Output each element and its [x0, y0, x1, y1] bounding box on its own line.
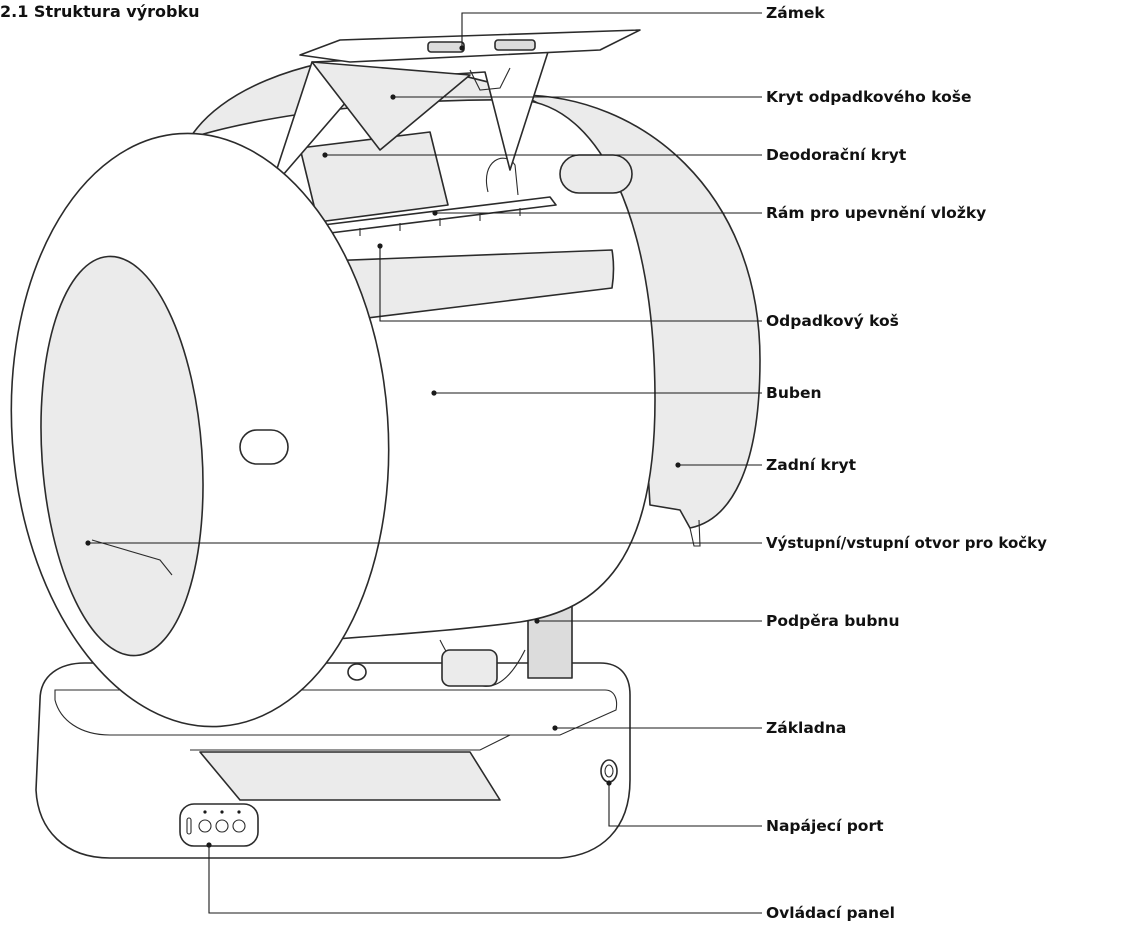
leader-control-panel: [208, 845, 762, 914]
lock-shape: [427, 41, 465, 53]
callout-cat-opening: Výstupní/vstupní otvor pro kočky: [766, 534, 1047, 552]
entry-opening: [40, 255, 204, 657]
section-title: 2.1 Struktura výrobku: [0, 2, 200, 21]
callout-base: Základna: [766, 719, 847, 737]
callout-drum: Buben: [766, 384, 822, 402]
lid-plate: [299, 29, 641, 63]
callout-lock: Zámek: [766, 4, 825, 22]
control-panel-shape: [179, 803, 259, 847]
deodorant-cover-shape: [299, 131, 449, 223]
leader-power-port: [608, 783, 762, 827]
callout-rear-cover: Zadní kryt: [766, 456, 857, 474]
waste-bin-shape: [299, 249, 615, 326]
leader-waste-bin: [379, 246, 762, 322]
callout-liner-frame: Rám pro upevnění vložky: [766, 204, 987, 222]
power-port-shape: [600, 759, 618, 783]
leader-lock: [461, 12, 762, 48]
callout-control-panel: Ovládací panel: [766, 904, 895, 922]
callout-waste-bin: Odpadkový koš: [766, 312, 899, 330]
callout-drum-support: Podpěra bubnu: [766, 612, 900, 630]
callout-deodorant-cover: Deodorační kryt: [766, 146, 907, 164]
callout-power-port: Napájecí port: [766, 817, 884, 835]
callout-waste-bin-cover: Kryt odpadkového koše: [766, 88, 972, 106]
